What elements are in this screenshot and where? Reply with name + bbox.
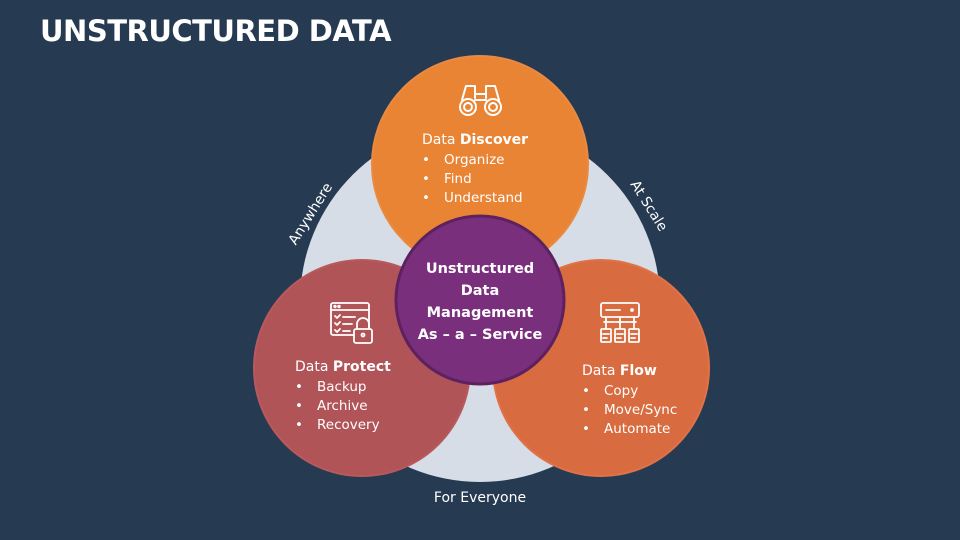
protect-heading-bold: Protect [332, 359, 391, 375]
protect-heading: Data Protect [295, 359, 391, 375]
secure-checklist-icon [330, 302, 373, 344]
discover-block: Data Discover Organize Find Understand [422, 132, 528, 208]
center-line-4: As – a – Service [417, 327, 543, 343]
list-item: Automate [582, 420, 677, 439]
flow-heading-prefix: Data [582, 363, 620, 379]
label-for-everyone: For Everyone [433, 490, 527, 506]
discover-list: Organize Find Understand [422, 151, 528, 208]
center-line-3: Management [426, 305, 534, 321]
flow-heading: Data Flow [582, 363, 677, 379]
center-label: Unstructured Data Management As – a – Se… [400, 258, 560, 346]
protect-block: Data Protect Backup Archive Recovery [295, 359, 391, 435]
list-item: Understand [422, 189, 528, 208]
discover-heading-prefix: Data [422, 132, 460, 148]
center-circle [394, 214, 566, 386]
center-line-1: Unstructured [425, 261, 535, 277]
data-flow-icon [600, 302, 640, 343]
list-item: Move/Sync [582, 401, 677, 420]
discover-heading: Data Discover [422, 132, 528, 148]
flow-block: Data Flow Copy Move/Sync Automate [582, 363, 677, 439]
list-item: Recovery [295, 416, 391, 435]
center-line-2: Data [460, 283, 500, 299]
list-item: Find [422, 170, 528, 189]
flow-list: Copy Move/Sync Automate [560, 382, 677, 439]
binoculars-icon [459, 85, 502, 116]
protect-heading-prefix: Data [295, 359, 333, 375]
list-item: Copy [582, 382, 677, 401]
list-item: Organize [422, 151, 528, 170]
discover-heading-bold: Discover [459, 132, 529, 148]
list-item: Archive [295, 397, 391, 416]
list-item: Backup [295, 378, 391, 397]
protect-list: Backup Archive Recovery [295, 378, 391, 435]
flow-heading-bold: Flow [619, 363, 657, 379]
page-title: UNSTRUCTURED DATA [40, 14, 392, 48]
